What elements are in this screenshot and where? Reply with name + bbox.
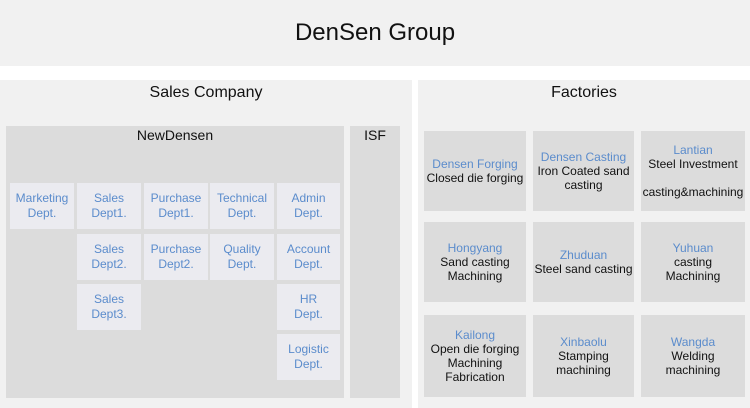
factory-lantian: Lantian Steel Investment casting&machini… (641, 131, 745, 211)
dept-hr: HR Dept. (277, 284, 340, 330)
factory-wangda: Wangda Welding machining (641, 315, 745, 397)
factory-desc: Open die forging Machining Fabrication (430, 342, 520, 384)
factory-desc: Iron Coated sand casting (537, 164, 630, 192)
group-title: DenSen Group (294, 19, 456, 46)
factory-desc: Steel sand casting (534, 262, 633, 276)
isf-box (350, 126, 400, 398)
dept-purchase2: Purchase Dept2. (144, 234, 208, 280)
dept-technical: Technical Dept. (210, 183, 274, 229)
dept-sales2: Sales Dept2. (77, 234, 141, 280)
dept-sales1: Sales Dept1. (77, 183, 141, 229)
factory-desc: Sand casting Machining (440, 255, 510, 283)
factory-zhuduan: Zhuduan Steel sand casting (533, 222, 634, 302)
factory-name: Hongyang (447, 241, 503, 255)
factory-name: Lantian (673, 143, 713, 157)
factory-densen-forging: Densen Forging Closed die forging (424, 131, 526, 211)
group-header: DenSen Group (0, 0, 750, 66)
factory-hongyang: Hongyang Sand casting Machining (424, 222, 526, 302)
dept-quality: Quality Dept. (210, 234, 274, 280)
factory-kailong: Kailong Open die forging Machining Fabri… (424, 315, 526, 397)
dept-purchase1: Purchase Dept1. (144, 183, 208, 229)
factory-name: Wangda (670, 335, 716, 349)
factory-name: Densen Casting (540, 150, 627, 164)
factory-name: Yuhuan (672, 241, 714, 255)
factory-desc: Welding machining (665, 349, 721, 377)
factory-desc: Steel Investment casting&machining (642, 157, 744, 199)
dept-marketing: Marketing Dept. (10, 183, 74, 229)
factory-yuhuan: Yuhuan casting Machining (641, 222, 745, 302)
factory-name: Xinbaolu (560, 335, 607, 349)
dept-account: Account Dept. (277, 234, 340, 280)
factory-name: Kailong (454, 328, 496, 342)
factories-title: Factories (551, 84, 617, 101)
factory-desc: Stamping machining (556, 349, 611, 377)
factory-xinbaolu: Xinbaolu Stamping machining (533, 315, 634, 397)
dept-sales3: Sales Dept3. (77, 284, 141, 330)
factory-desc: casting Machining (665, 255, 721, 283)
sales-company-title: Sales Company (149, 84, 263, 101)
dept-admin: Admin Dept. (277, 183, 340, 229)
isf-title: ISF (364, 127, 386, 143)
factory-name: Densen Forging (432, 157, 518, 171)
newdensen-title: NewDensen (136, 127, 214, 143)
factory-desc: Closed die forging (426, 171, 524, 185)
factory-densen-casting: Densen Casting Iron Coated sand casting (533, 131, 634, 211)
factory-name: Zhuduan (559, 248, 608, 262)
dept-logistic: Logistic Dept. (277, 334, 340, 380)
